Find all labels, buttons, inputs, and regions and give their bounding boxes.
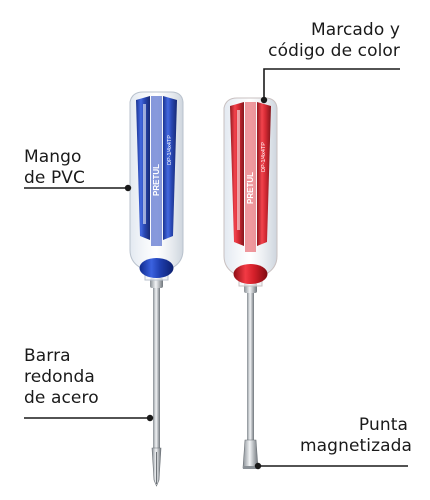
- callout-shaft-line-1: Barra: [24, 346, 71, 366]
- callout-handle-line-1: Mango: [24, 147, 82, 167]
- callout-shaft-line-2: redonda: [24, 367, 95, 387]
- callout-shaft: Barra redonda de acero: [24, 346, 99, 409]
- callout-shaft-line-3: de acero: [24, 388, 99, 408]
- red-model-text: DP-1/4x4TP: [261, 142, 267, 172]
- callout-marking-line-2: código de color: [268, 41, 400, 61]
- leader-lines: [24, 68, 408, 470]
- callout-tip-line-1: Punta: [358, 415, 408, 435]
- blue-screwdriver: PRETUL DP-1/4x4TP: [129, 91, 184, 487]
- callout-handle-line-2: de PVC: [24, 168, 86, 188]
- leader-marking: [263, 68, 400, 100]
- callout-marking-line-1: Marcado y: [310, 20, 400, 40]
- callout-tip: Punta magnetizada: [300, 415, 413, 457]
- callout-tip-line-2: magnetizada: [300, 436, 413, 456]
- callout-marking: Marcado y código de color: [262, 20, 400, 62]
- red-shaft: [247, 290, 254, 445]
- callout-handle: Mango de PVC: [24, 147, 85, 189]
- red-brand-text: PRETUL: [246, 172, 255, 204]
- blue-brand-text: PRETUL: [152, 164, 161, 196]
- blue-handle-base: [139, 258, 174, 278]
- red-screwdriver: PRETUL DP-1/4x4TP: [223, 97, 278, 469]
- blue-model-text: DP-1/4x4TP: [167, 135, 173, 165]
- blue-shaft: [153, 285, 160, 460]
- red-handle-base: [233, 264, 268, 284]
